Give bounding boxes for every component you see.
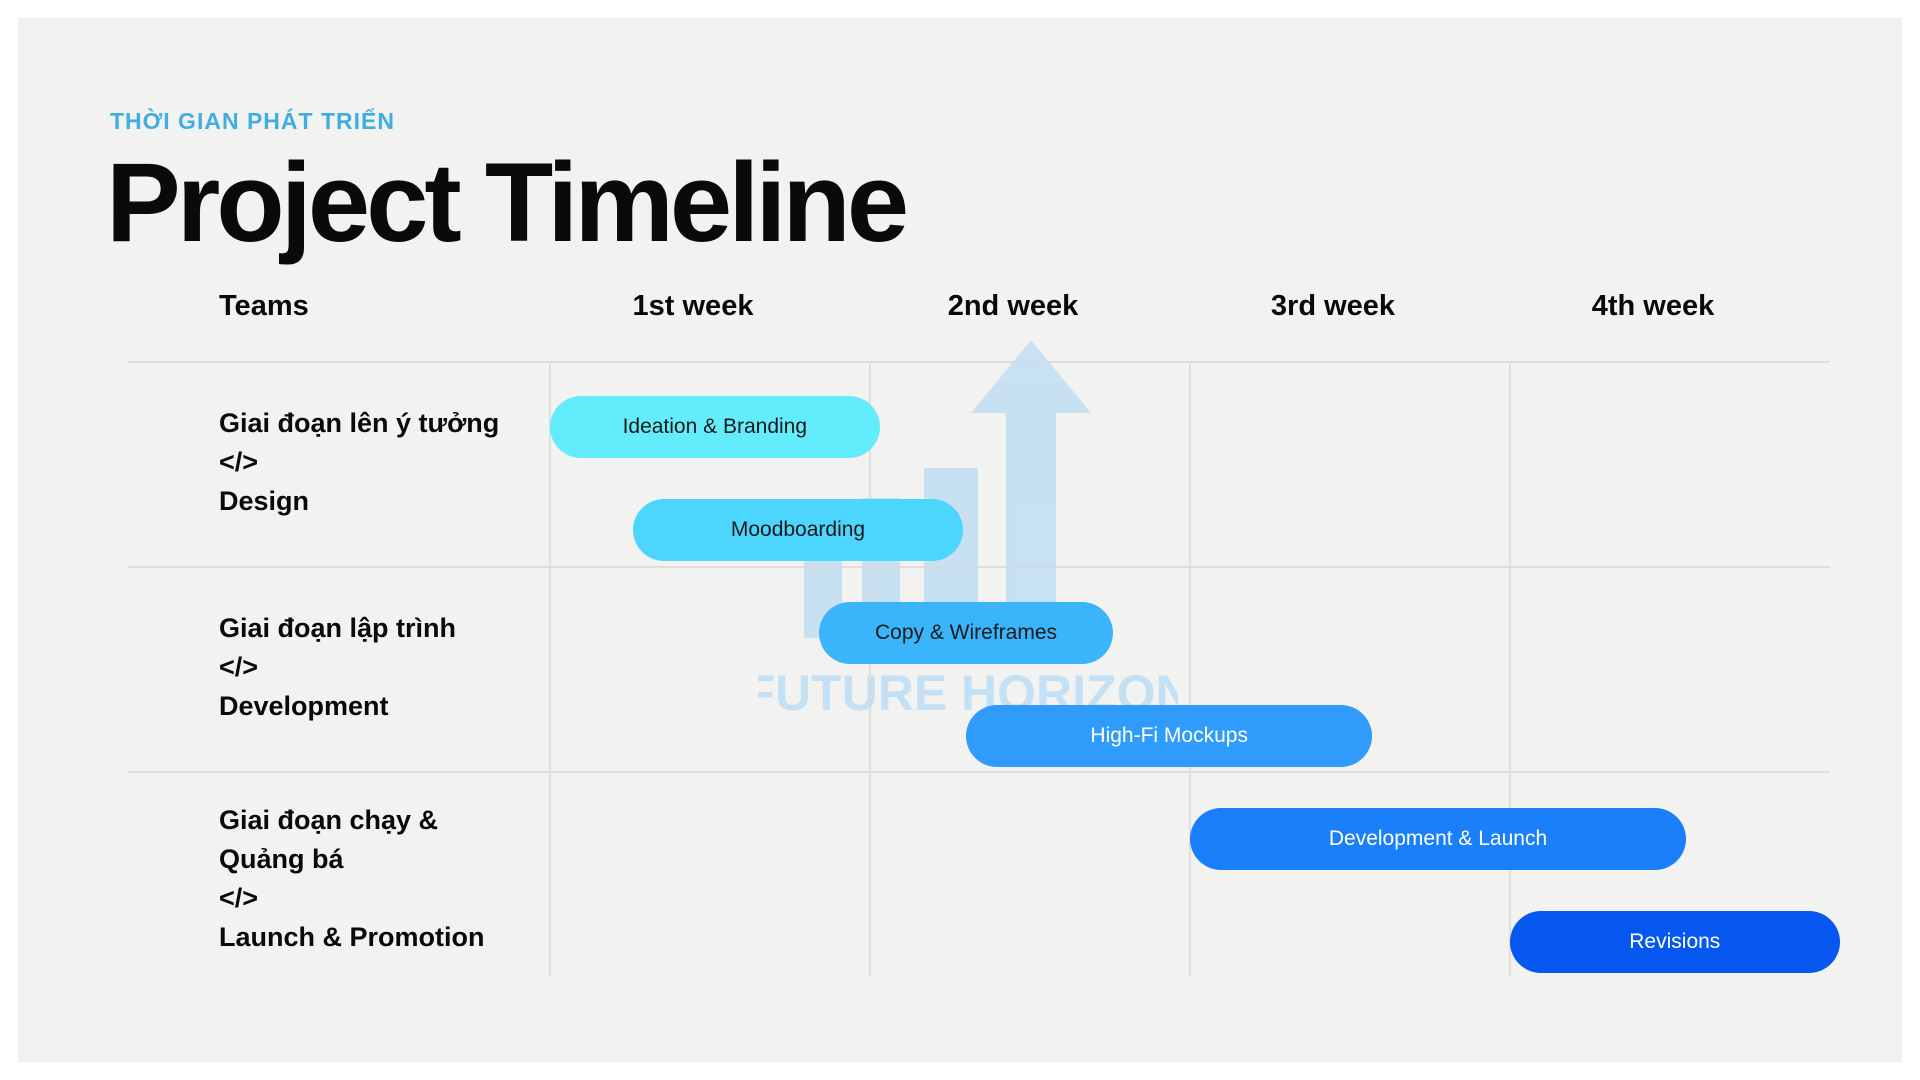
team-development-line-1: Giai đoạn lập trình [219, 613, 457, 643]
task-bar-5: Development & Launch [1190, 808, 1686, 870]
team-design-line-2: </> [219, 447, 259, 477]
team-launch-line-1: Giai đoạn chạy & [219, 805, 439, 835]
timeline-slide: THỜI GIAN PHÁT TRIỂN Project Timeline FU… [18, 18, 1902, 1062]
team-design-line-3: Design [219, 486, 310, 516]
task-bar-3: Copy & Wireframes [818, 602, 1114, 664]
team-design-line-1: Giai đoạn lên ý tưởng [219, 408, 500, 438]
task-bar-6: Revisions [1510, 911, 1840, 973]
team-launch-line-2: Quảng bá [219, 844, 344, 874]
team-launch-line-3: </> [219, 883, 259, 913]
week-header-3: 3rd week [1270, 290, 1396, 322]
task-bar-1: Ideation & Branding [550, 396, 880, 458]
week-header-1: 1st week [632, 290, 754, 322]
task-bar-4: High-Fi Mockups [966, 705, 1373, 767]
team-development-line-3: Development [219, 691, 389, 721]
team-development-line-2: </> [219, 652, 259, 682]
slide-title: Project Timeline [106, 140, 909, 265]
week-header-2: 2nd week [947, 290, 1079, 322]
slide-subtitle: THỜI GIAN PHÁT TRIỂN [110, 108, 395, 134]
task-bar-2: Moodboarding [633, 499, 963, 561]
team-launch-label: Giai đoạn chạy & Quảng bá </> Launch & P… [219, 801, 485, 957]
team-development-label: Giai đoạn lập trình </> Development [219, 609, 456, 726]
team-design-label: Giai đoạn lên ý tưởng </> Design [219, 404, 499, 521]
team-launch-line-4: Launch & Promotion [219, 922, 485, 952]
teams-column-header: Teams [219, 290, 309, 322]
timeline-grid [128, 361, 1830, 976]
week-header-4: 4th week [1591, 290, 1715, 322]
